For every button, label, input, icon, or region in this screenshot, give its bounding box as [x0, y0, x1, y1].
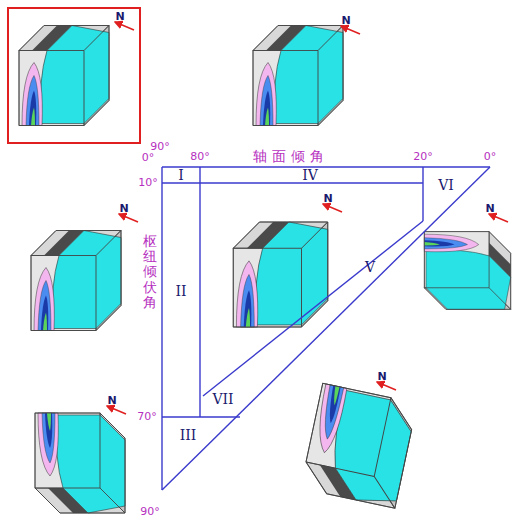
axis-value: 70° [137, 411, 157, 423]
axis-value: 90° [140, 506, 160, 518]
north-label: N [115, 11, 124, 23]
region-number: IV [302, 168, 318, 183]
north-label: N [341, 15, 350, 27]
axis-value: 20° [413, 151, 433, 163]
axis-title: 轴面倾角 [253, 149, 329, 164]
region-number: III [180, 428, 197, 443]
axis-value: 80° [190, 151, 210, 163]
region-number: VI [438, 178, 454, 193]
axis-value: 0° [142, 152, 155, 164]
axis-value: 0° [484, 151, 497, 163]
north-label: N [119, 203, 128, 215]
north-label: N [323, 193, 332, 205]
region-number: I [178, 168, 184, 183]
region-number: VII [212, 392, 233, 407]
north-label: N [107, 395, 116, 407]
north-label: N [485, 203, 494, 215]
region-number: V [365, 260, 375, 275]
axis-title: 枢纽倾伏角 [143, 234, 157, 311]
axis-value: 10° [138, 177, 158, 189]
region-number: II [175, 284, 186, 299]
north-label: N [377, 371, 386, 383]
